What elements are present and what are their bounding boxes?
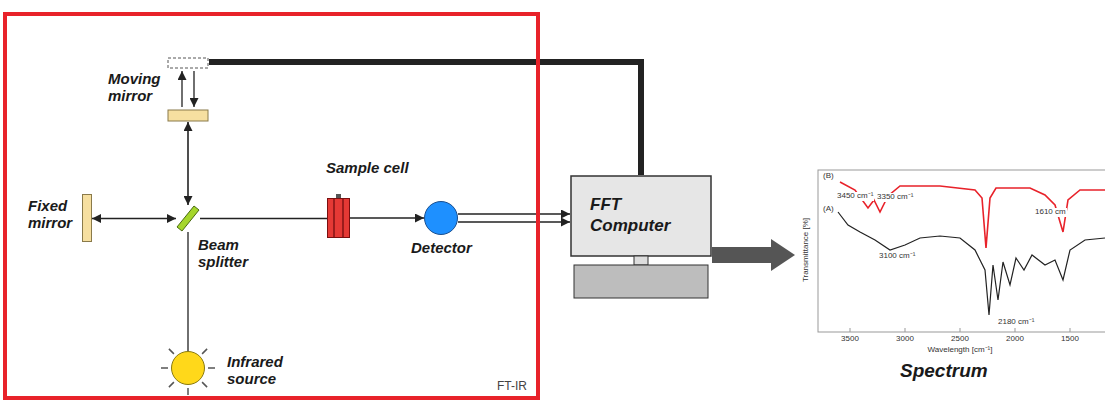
spectrum-curve-a <box>838 212 1105 315</box>
mirror-plate <box>168 110 208 121</box>
peak-label: 2180 cm⁻¹ <box>997 318 1035 327</box>
beam-path <box>458 214 570 222</box>
beam-path <box>188 232 189 351</box>
infrared-source: Infrared source <box>171 351 205 385</box>
block-arrow <box>712 239 795 271</box>
beam-path <box>350 218 424 219</box>
moving-mirror: Moving mirror <box>167 57 209 122</box>
connector-line <box>458 221 570 223</box>
fft-computer: FFT Computer <box>570 175 712 300</box>
component-label: Fixed mirror <box>28 197 80 232</box>
component-label: Moving mirror <box>108 70 166 105</box>
peak-label: 3100 cm⁻¹ <box>878 252 916 261</box>
tick-label: 2000 <box>1005 335 1025 344</box>
peak-label: 3450 cm⁻¹ <box>836 192 874 201</box>
tick-label: 3500 <box>840 335 860 344</box>
connector-line <box>200 218 327 220</box>
computer-symbol <box>570 175 712 300</box>
infrared-rays <box>161 349 215 395</box>
tick-label: 3000 <box>895 335 915 344</box>
beam-path <box>188 122 189 205</box>
component-label: FFT Computer <box>590 194 690 237</box>
travel-arrow <box>193 71 194 107</box>
fixed-mirror: Fixed mirror <box>82 194 92 242</box>
splitter-plate <box>177 206 199 231</box>
component-label: Spectrum <box>900 360 988 382</box>
peak-label: (A) <box>822 205 835 214</box>
connector-line <box>458 213 570 215</box>
tick-label: 2500 <box>950 335 970 344</box>
block-arrow <box>712 239 795 271</box>
beam-splitter: Beam splitter <box>176 205 200 232</box>
component-label: Infrared source <box>227 353 289 388</box>
spectrum-curve-b <box>840 182 1105 248</box>
peak-label: (B) <box>822 172 835 181</box>
mirror-symbol <box>167 57 209 122</box>
peak-label: 3350 cm⁻¹ <box>876 193 914 202</box>
travel-arrow <box>181 71 182 107</box>
monitor-stand <box>634 256 648 265</box>
connector-line <box>350 217 424 219</box>
spectrum-panel: Spectrum <box>795 168 1105 396</box>
connector-line <box>209 62 641 175</box>
axis-title: Wavelength [cm⁻¹] <box>927 346 994 355</box>
beam-path <box>92 218 176 219</box>
detector: Detector <box>424 201 458 235</box>
signal-cable <box>209 62 641 175</box>
spectrum-chart <box>818 170 1105 332</box>
connector-line <box>187 122 189 205</box>
axis-title: Transmittance [%] <box>802 217 811 283</box>
tick-label: 1500 <box>1060 335 1080 344</box>
component-label: Beam splitter <box>198 236 260 271</box>
peak-label: 1610 cm <box>1034 208 1067 217</box>
connector-line <box>92 218 176 220</box>
connector-line <box>187 232 188 351</box>
instrument-frame: Moving mirrorFixed mirrorBeam splitterIn… <box>3 12 540 400</box>
computer-base <box>574 265 708 298</box>
splitter-plate <box>176 205 200 232</box>
mirror-travel-outline <box>168 58 208 68</box>
tick-marks <box>850 328 1070 332</box>
beam-path <box>200 218 327 219</box>
component-label: Sample cell <box>326 159 409 176</box>
monitor <box>571 176 711 256</box>
chart-frame <box>818 170 1105 332</box>
component-label: Detector <box>411 239 472 256</box>
component-label: FT-IR <box>497 380 527 394</box>
sample-cell: Sample cell <box>327 198 350 238</box>
